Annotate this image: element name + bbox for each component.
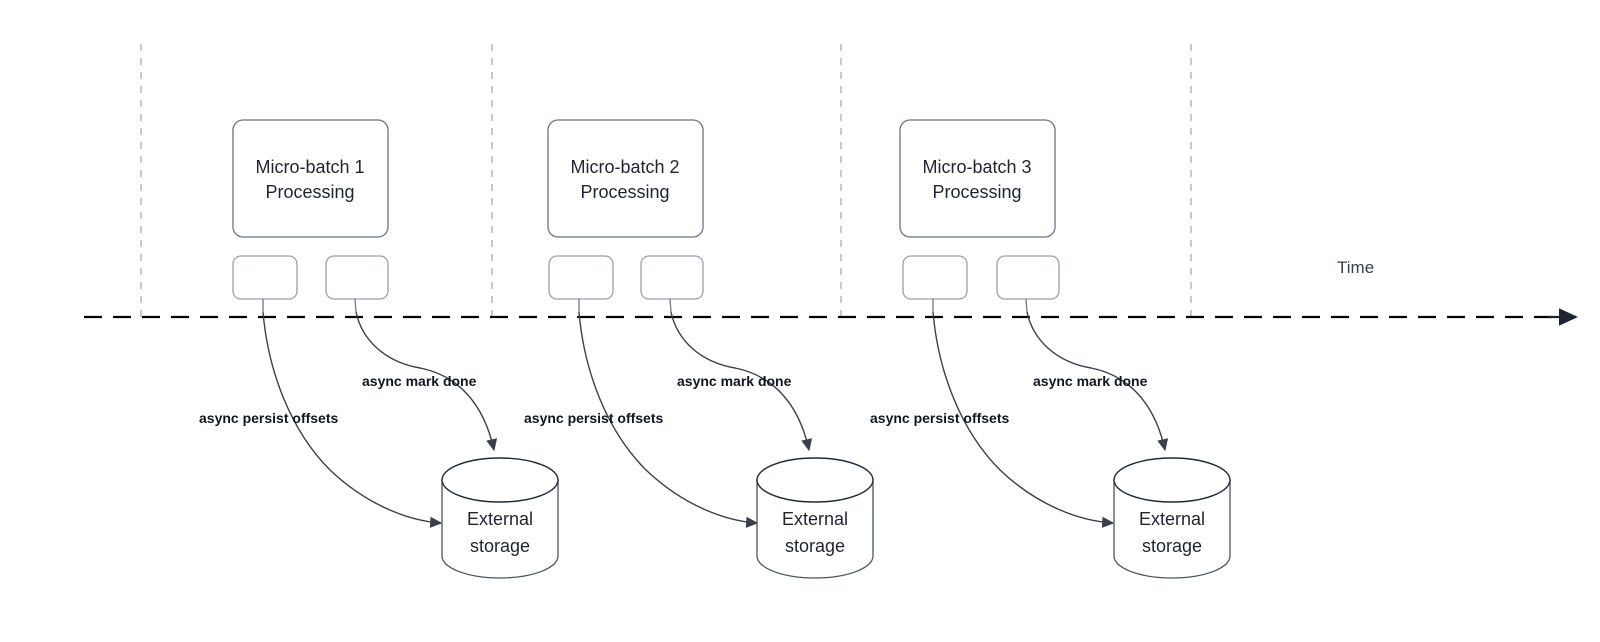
external-storage-2[interactable]: External storage — [756, 457, 874, 579]
micro-batch-3-group: Micro-batch 3 Processing async persist o… — [870, 119, 1231, 579]
external-storage-1[interactable]: External storage — [441, 457, 559, 579]
micro-batch-2-mark-done-arrow — [670, 311, 813, 452]
micro-batch-2-box[interactable] — [547, 119, 704, 238]
micro-batch-1-task-b-box[interactable] — [325, 255, 389, 300]
micro-batch-2-persist-offsets-arrow — [578, 311, 759, 528]
micro-batch-2-persist-offsets-label: async persist offsets — [524, 410, 663, 426]
micro-batch-2-title-line1: Micro-batch 2 — [570, 157, 679, 177]
micro-batch-1-box[interactable] — [232, 119, 389, 238]
micro-batch-1-persist-offsets-arrow — [262, 311, 443, 528]
micro-batch-1-title-line2: Processing — [265, 182, 354, 202]
time-axis-label: Time — [1337, 258, 1374, 277]
external-storage-3[interactable]: External storage — [1113, 457, 1231, 579]
external-storage-1-line1: External — [467, 509, 533, 529]
micro-batch-3-mark-done-arrow — [1026, 311, 1169, 452]
micro-batch-1-task-a-box[interactable] — [232, 255, 298, 300]
micro-batch-3-persist-offsets-arrow — [932, 311, 1115, 528]
micro-batch-2-group: Micro-batch 2 Processing async persist o… — [524, 119, 874, 579]
time-axis: Time — [84, 258, 1579, 326]
external-storage-3-line2: storage — [1142, 536, 1202, 556]
micro-batch-3-task-b-stem — [1025, 298, 1028, 313]
micro-batch-1-persist-offsets-label: async persist offsets — [199, 410, 338, 426]
external-storage-1-line2: storage — [470, 536, 530, 556]
micro-batch-1-title-line1: Micro-batch 1 — [255, 157, 364, 177]
micro-batch-2-task-b-box[interactable] — [640, 255, 704, 300]
micro-batch-2-task-a-box[interactable] — [548, 255, 614, 300]
micro-batch-1-mark-done-arrow — [355, 311, 498, 452]
micro-batch-3-mark-done-label: async mark done — [1033, 373, 1148, 389]
micro-batch-2-mark-done-label: async mark done — [677, 373, 792, 389]
micro-batch-2-task-b-stem — [669, 298, 672, 313]
external-storage-3-line1: External — [1139, 509, 1205, 529]
micro-batch-1-mark-done-label: async mark done — [362, 373, 477, 389]
external-storage-2-line2: storage — [785, 536, 845, 556]
micro-batch-1-group: Micro-batch 1 Processing async persist o… — [199, 119, 559, 579]
micro-batch-3-title-line2: Processing — [932, 182, 1021, 202]
micro-batch-1-task-b-stem — [354, 298, 357, 313]
batch-boundary-guides — [140, 44, 1192, 318]
micro-batch-2-title-line2: Processing — [580, 182, 669, 202]
micro-batch-3-task-b-box[interactable] — [996, 255, 1060, 300]
micro-batch-3-task-a-box[interactable] — [902, 255, 968, 300]
micro-batch-3-title-line1: Micro-batch 3 — [922, 157, 1031, 177]
micro-batch-3-box[interactable] — [899, 119, 1056, 238]
external-storage-2-line1: External — [782, 509, 848, 529]
micro-batch-3-persist-offsets-label: async persist offsets — [870, 410, 1009, 426]
